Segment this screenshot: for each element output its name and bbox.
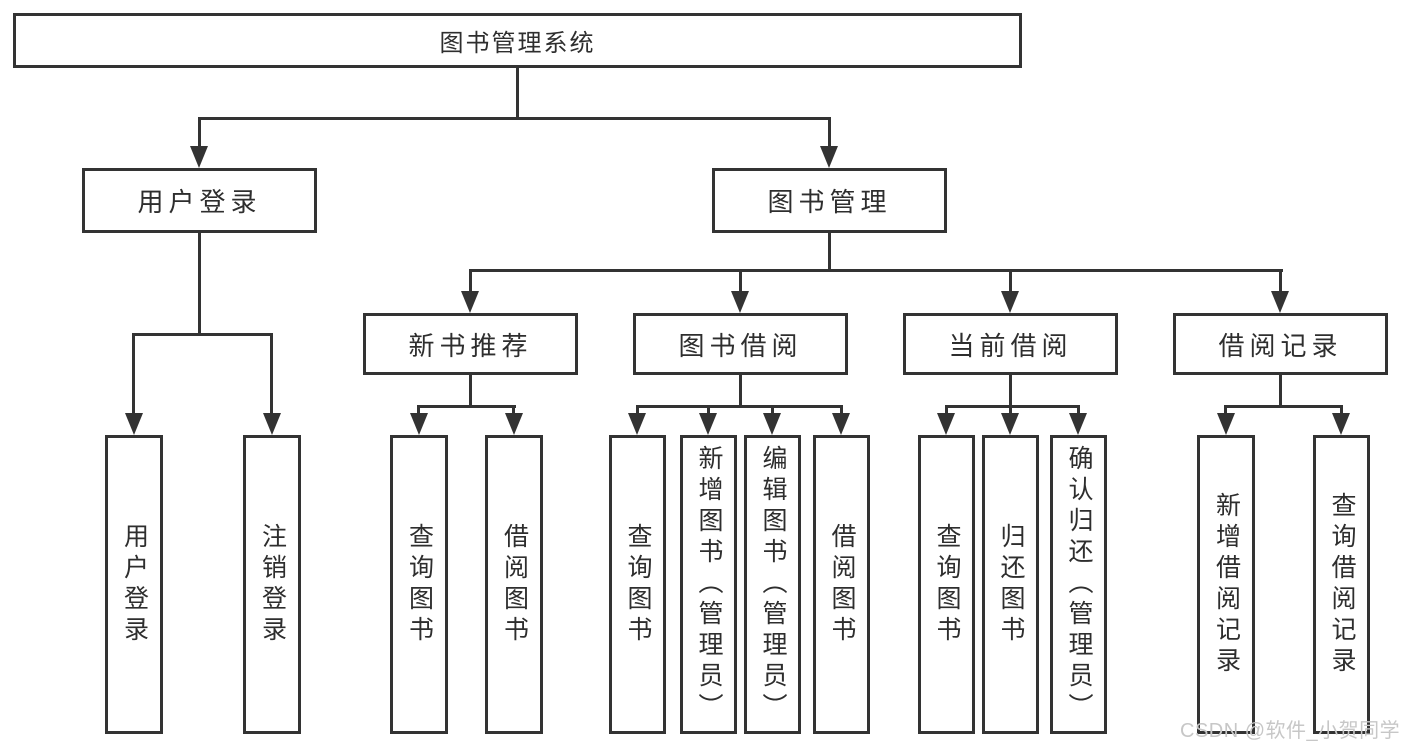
- connector-vline: [516, 66, 519, 119]
- arrow-down-icon: [628, 413, 646, 435]
- connector-hline: [469, 269, 1283, 272]
- connector-vline: [417, 405, 420, 419]
- arrow-down-icon: [263, 413, 281, 435]
- leaf-borrow-books-recommend-label: 借阅图书: [500, 522, 529, 647]
- arrow-down-icon: [190, 146, 208, 168]
- connector-vline: [1340, 405, 1343, 419]
- leaf-query-books-current: 查询图书: [918, 435, 975, 734]
- connector-vline: [636, 405, 639, 419]
- node-book-management: 图书管理: [712, 168, 947, 233]
- arrow-down-icon: [937, 413, 955, 435]
- node-user-login-label: 用户登录: [137, 187, 262, 217]
- node-root: 图书管理系统: [13, 13, 1022, 68]
- arrow-down-icon: [1001, 413, 1019, 435]
- connector-vline: [1009, 373, 1012, 408]
- connector-vline: [1279, 269, 1282, 294]
- arrow-down-icon: [505, 413, 523, 435]
- connector-vline: [707, 405, 710, 419]
- arrow-down-icon: [699, 413, 717, 435]
- arrow-down-icon: [1217, 413, 1235, 435]
- node-current-borrowing: 当前借阅: [903, 313, 1118, 375]
- leaf-user-login-label: 用户登录: [120, 522, 149, 647]
- connector-vline: [945, 405, 948, 419]
- connector-hline: [1224, 405, 1343, 408]
- connector-vline: [828, 231, 831, 272]
- leaf-logout-label: 注销登录: [258, 522, 287, 647]
- connector-vline: [1224, 405, 1227, 419]
- leaf-query-borrow-record: 查询借阅记录: [1313, 435, 1370, 734]
- arrow-down-icon: [1069, 413, 1087, 435]
- leaf-query-books-recommend-label: 查询图书: [405, 522, 434, 647]
- leaf-edit-books-admin: 编辑图书（管理员）: [744, 435, 801, 734]
- connector-vline: [1279, 373, 1282, 408]
- leaf-add-borrow-record: 新增借阅记录: [1197, 435, 1255, 734]
- connector-hline: [945, 405, 1080, 408]
- leaf-borrow-books-borrow: 借阅图书: [813, 435, 870, 734]
- connector-vline: [739, 373, 742, 408]
- connector-vline: [512, 405, 515, 419]
- connector-hline: [198, 117, 831, 120]
- leaf-query-books-current-label: 查询图书: [933, 522, 961, 647]
- leaf-logout: 注销登录: [243, 435, 301, 734]
- leaf-add-books-admin: 新增图书（管理员）: [680, 435, 737, 734]
- leaf-borrow-books-recommend: 借阅图书: [485, 435, 543, 734]
- node-user-login: 用户登录: [82, 168, 317, 233]
- leaf-query-books-recommend: 查询图书: [390, 435, 448, 734]
- arrow-down-icon: [410, 413, 428, 435]
- connector-vline: [132, 333, 135, 415]
- arrow-down-icon: [763, 413, 781, 435]
- connector-vline: [469, 373, 472, 408]
- leaf-return-books-label: 归还图书: [997, 522, 1025, 647]
- connector-vline: [771, 405, 774, 419]
- connector-hline: [417, 405, 516, 408]
- leaf-confirm-return-admin-label: 确认归还（管理员）: [1065, 445, 1093, 724]
- node-book-management-label: 图书管理: [767, 187, 892, 217]
- leaf-query-books-borrow-label: 查询图书: [624, 522, 652, 647]
- connector-vline: [198, 117, 201, 148]
- leaf-add-books-admin-label: 新增图书（管理员）: [695, 445, 723, 724]
- node-root-label: 图书管理系统: [439, 30, 596, 57]
- arrow-down-icon: [832, 413, 850, 435]
- leaf-confirm-return-admin: 确认归还（管理员）: [1050, 435, 1107, 734]
- connector-vline: [1009, 405, 1012, 419]
- connector-vline: [739, 269, 742, 294]
- connector-hline: [636, 405, 843, 408]
- leaf-return-books: 归还图书: [982, 435, 1039, 734]
- arrow-down-icon: [1332, 413, 1350, 435]
- arrow-down-icon: [820, 146, 838, 168]
- leaf-borrow-books-borrow-label: 借阅图书: [828, 522, 856, 647]
- node-new-book-recommendation-label: 新书推荐: [408, 330, 533, 361]
- arrow-down-icon: [731, 291, 749, 313]
- connector-vline: [270, 333, 273, 415]
- node-borrowing-records: 借阅记录: [1173, 313, 1388, 375]
- watermark: CSDN @软件_小贺同学: [1180, 720, 1401, 742]
- connector-vline: [469, 269, 472, 294]
- node-new-book-recommendation: 新书推荐: [363, 313, 578, 375]
- leaf-user-login: 用户登录: [105, 435, 163, 734]
- leaf-edit-books-admin-label: 编辑图书（管理员）: [759, 445, 787, 724]
- connector-vline: [1077, 405, 1080, 419]
- node-current-borrowing-label: 当前借阅: [948, 330, 1073, 361]
- leaf-query-borrow-record-label: 查询借阅记录: [1328, 491, 1356, 678]
- leaf-add-borrow-record-label: 新增借阅记录: [1212, 491, 1241, 678]
- connector-vline: [840, 405, 843, 419]
- connector-vline: [198, 231, 201, 336]
- node-borrowing-records-label: 借阅记录: [1218, 330, 1343, 361]
- node-book-borrowing: 图书借阅: [633, 313, 848, 375]
- connector-vline: [828, 117, 831, 148]
- node-book-borrowing-label: 图书借阅: [678, 330, 803, 361]
- arrow-down-icon: [1271, 291, 1289, 313]
- connector-vline: [1009, 269, 1012, 294]
- leaf-query-books-borrow: 查询图书: [609, 435, 666, 734]
- connector-hline: [132, 333, 273, 336]
- arrow-down-icon: [461, 291, 479, 313]
- arrow-down-icon: [125, 413, 143, 435]
- arrow-down-icon: [1001, 291, 1019, 313]
